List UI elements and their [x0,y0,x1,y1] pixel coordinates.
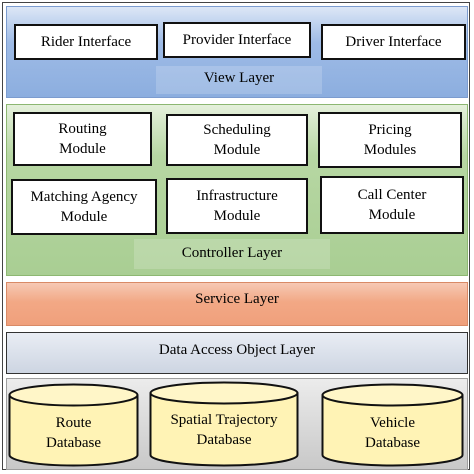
infrastructure-module-box: Infrastructure Module [166,178,308,234]
vehicle-database-cylinder: Vehicle Database [321,383,464,467]
call-center-module-label: Call Center Module [357,187,427,223]
spatial-trajectory-database-label: Spatial Trajectory Database [170,412,278,448]
dao-layer-label: Data Access Object Layer [158,342,316,358]
service-layer [6,282,468,326]
vehicle-database-label: Vehicle Database [365,415,420,451]
service-layer-label: Service Layer [195,291,279,307]
route-database-label: Route Database [46,415,101,451]
pricing-modules-box: Pricing Modules [318,112,462,168]
scheduling-module-box: Scheduling Module [166,114,308,166]
call-center-module-box: Call Center Module [320,176,464,234]
view-layer-label: View Layer [203,70,275,86]
view-layer-label-band [156,66,322,94]
controller-layer-label-band [134,239,330,269]
rider-interface-box: Rider Interface [14,24,158,60]
data-access-object-layer [6,332,468,374]
database-cylinder-icon [321,383,464,467]
driver-interface-box: Driver Interface [321,24,466,60]
matching-agency-module-box: Matching Agency Module [11,179,157,235]
database-cylinder-icon [8,383,139,467]
spatial-trajectory-database-cylinder: Spatial Trajectory Database [149,381,299,467]
routing-module-box: Routing Module [13,112,152,166]
database-cylinder-icon [149,381,299,467]
provider-interface-box: Provider Interface [163,22,311,58]
route-database-cylinder: Route Database [8,383,139,467]
controller-layer-label: Controller Layer [181,245,283,261]
